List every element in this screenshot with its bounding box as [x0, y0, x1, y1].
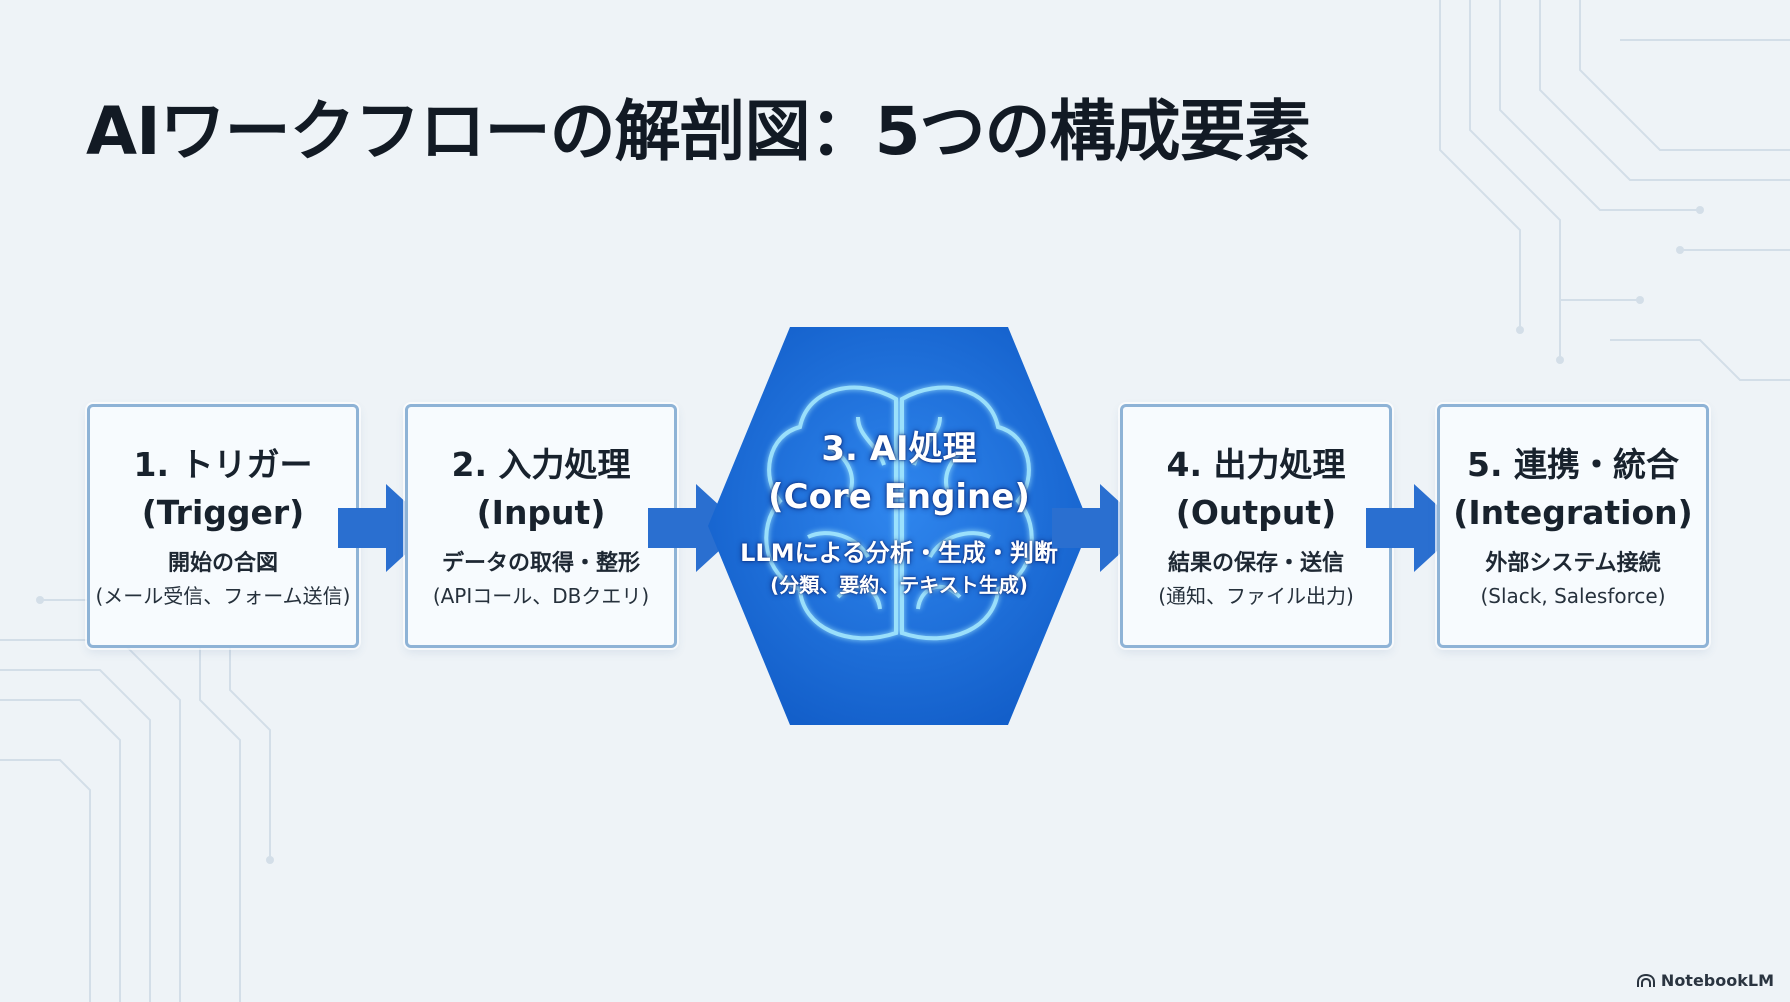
step-note: (メール受信、フォーム送信) [95, 584, 351, 608]
brain-icon [764, 385, 1034, 641]
step-output-box: 4. 出力処理 (Output) 結果の保存・送信 (通知、ファイル出力) [1120, 404, 1392, 648]
step-note: (分類、要約、テキスト生成) [770, 573, 1028, 597]
page-title: AIワークフローの解剖図：5つの構成要素 [86, 93, 1311, 170]
notebooklm-logo-icon [1636, 973, 1655, 987]
step-title: 3. AI処理 [821, 429, 977, 469]
core-engine-hexagon [708, 327, 1090, 725]
step-title: 1. トリガー [133, 445, 313, 484]
step-title: 5. 連携・統合 [1467, 445, 1679, 484]
step-description: データの取得・整形 [441, 551, 640, 576]
step-description: LLMによる分析・生成・判断 [740, 539, 1058, 567]
step-note: (APIコール、DBクエリ) [432, 584, 650, 608]
step-title-en: (Trigger) [141, 493, 305, 532]
step-integration-box: 5. 連携・統合 (Integration) 外部システム接続 (Slack, … [1437, 404, 1709, 648]
core-engine-label: 3. AI処理 (Core Engine) LLMによる分析・生成・判断 (分類… [708, 327, 1090, 725]
notebooklm-brand: NotebookLM [1636, 971, 1774, 990]
brand-label: NotebookLM [1660, 971, 1774, 990]
step-note: (Slack, Salesforce) [1480, 584, 1666, 608]
step-description: 外部システム接続 [1485, 551, 1661, 576]
step-description: 結果の保存・送信 [1167, 551, 1344, 576]
step-title: 2. 入力処理 [451, 445, 631, 484]
step-title-en: (Core Engine) [768, 477, 1030, 517]
step-title-en: (Input) [476, 493, 606, 532]
step-title-en: (Output) [1175, 493, 1337, 532]
step-title: 4. 出力処理 [1166, 445, 1346, 484]
step-input-box: 2. 入力処理 (Input) データの取得・整形 (APIコール、DBクエリ) [405, 404, 677, 648]
step-trigger-box: 1. トリガー (Trigger) 開始の合図 (メール受信、フォーム送信) [87, 404, 359, 648]
step-title-en: (Integration) [1453, 493, 1693, 532]
step-description: 開始の合図 [167, 551, 278, 576]
step-note: (通知、ファイル出力) [1158, 584, 1354, 608]
